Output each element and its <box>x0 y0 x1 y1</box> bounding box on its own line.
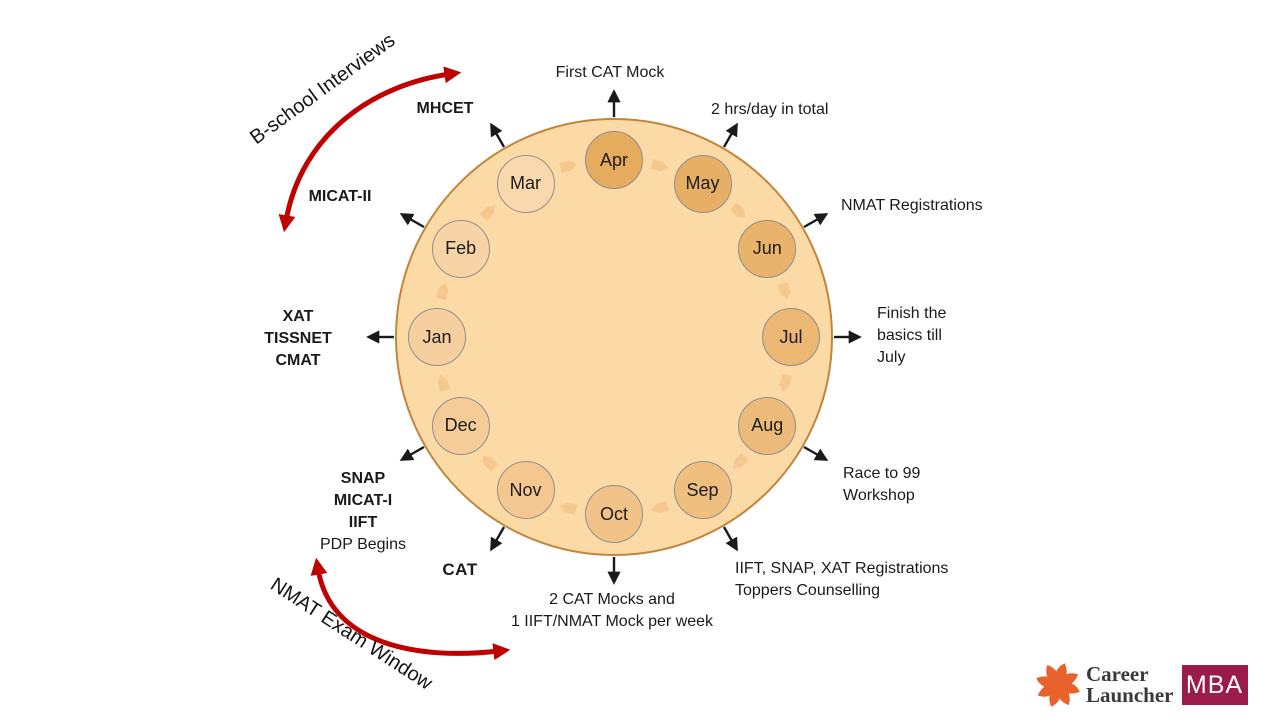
callout-race-to-99: Race to 99 Workshop <box>843 463 920 507</box>
callout-xat-tissnet-cmat: XAT TISSNET CMAT <box>264 306 332 372</box>
callout-line: Race to 99 <box>843 465 921 482</box>
callout-snap-micat-iift: SNAP MICAT-I IIFT PDP Begins <box>320 468 406 556</box>
month-circle-jul: Jul <box>762 308 820 366</box>
callout-line: Toppers Counselling <box>735 582 880 599</box>
callout-2hrs-per-day: 2 hrs/day in total <box>711 101 829 118</box>
month-circle-aug: Aug <box>738 396 797 455</box>
arrow-dec <box>399 445 425 461</box>
callout-cat-exam: CAT <box>442 560 478 579</box>
month-circle-nov: Nov <box>496 461 555 520</box>
month-circle-dec: Dec <box>431 396 490 455</box>
arrow-may <box>722 122 738 148</box>
callout-line: IIFT, SNAP, XAT Registrations <box>735 560 949 577</box>
arrow-nov <box>490 526 506 552</box>
month-circle-mar: Mar <box>496 154 555 213</box>
callout-mhcet: MHCET <box>416 100 474 117</box>
month-circle-jun: Jun <box>738 219 797 278</box>
callout-line: July <box>877 349 906 366</box>
callout-arrows <box>366 89 862 585</box>
brand-name: Career Launcher <box>1086 662 1174 707</box>
career-launcher-pinwheel-icon <box>1036 663 1080 707</box>
year-wheel <box>395 118 833 556</box>
month-circle-sep: Sep <box>673 461 732 520</box>
arrow-jun <box>803 213 829 229</box>
month-circle-oct: Oct <box>585 485 643 543</box>
month-circle-jan: Jan <box>408 308 466 366</box>
arrow-aug <box>803 445 829 461</box>
callout-line: 1 IIFT/NMAT Mock per week <box>510 613 714 630</box>
callout-line: PDP Begins <box>320 536 406 553</box>
career-launcher-logo: Career Launcher MBA <box>1034 661 1248 709</box>
callout-cat-mocks: 2 CAT Mocks and 1 IIFT/NMAT Mock per wee… <box>511 589 713 633</box>
arrow-sep <box>722 526 738 552</box>
mba-badge: MBA <box>1181 665 1248 705</box>
callout-registrations-counselling: IIFT, SNAP, XAT Registrations Toppers Co… <box>735 558 948 602</box>
callout-micat-2: MICAT-II <box>308 188 372 205</box>
callout-line: Finish the <box>877 305 947 322</box>
callout-line: 2 CAT Mocks and <box>549 591 675 608</box>
callout-nmat-registrations: NMAT Registrations <box>841 197 983 214</box>
callout-first-cat-mock: First CAT Mock <box>555 64 665 81</box>
month-circle-may: May <box>673 154 732 213</box>
callout-line: CMAT <box>275 352 321 369</box>
month-circle-apr: Apr <box>585 131 643 189</box>
callout-line: basics till <box>877 327 942 344</box>
callout-line: TISSNET <box>264 330 332 347</box>
callout-finish-basics: Finish the basics till July <box>877 303 946 369</box>
callout-line: XAT <box>282 308 314 325</box>
month-flow-chevrons <box>436 159 792 515</box>
callout-line: SNAP <box>340 470 386 487</box>
nmat-window-arc <box>310 557 511 661</box>
month-circle-feb: Feb <box>431 219 490 278</box>
callout-line: MICAT-I <box>333 492 393 509</box>
bschool-interviews-arc <box>278 66 462 233</box>
callout-line: IIFT <box>348 514 378 531</box>
arrow-feb <box>399 213 425 229</box>
arrow-mar <box>490 122 506 148</box>
callout-line: Workshop <box>843 487 915 504</box>
